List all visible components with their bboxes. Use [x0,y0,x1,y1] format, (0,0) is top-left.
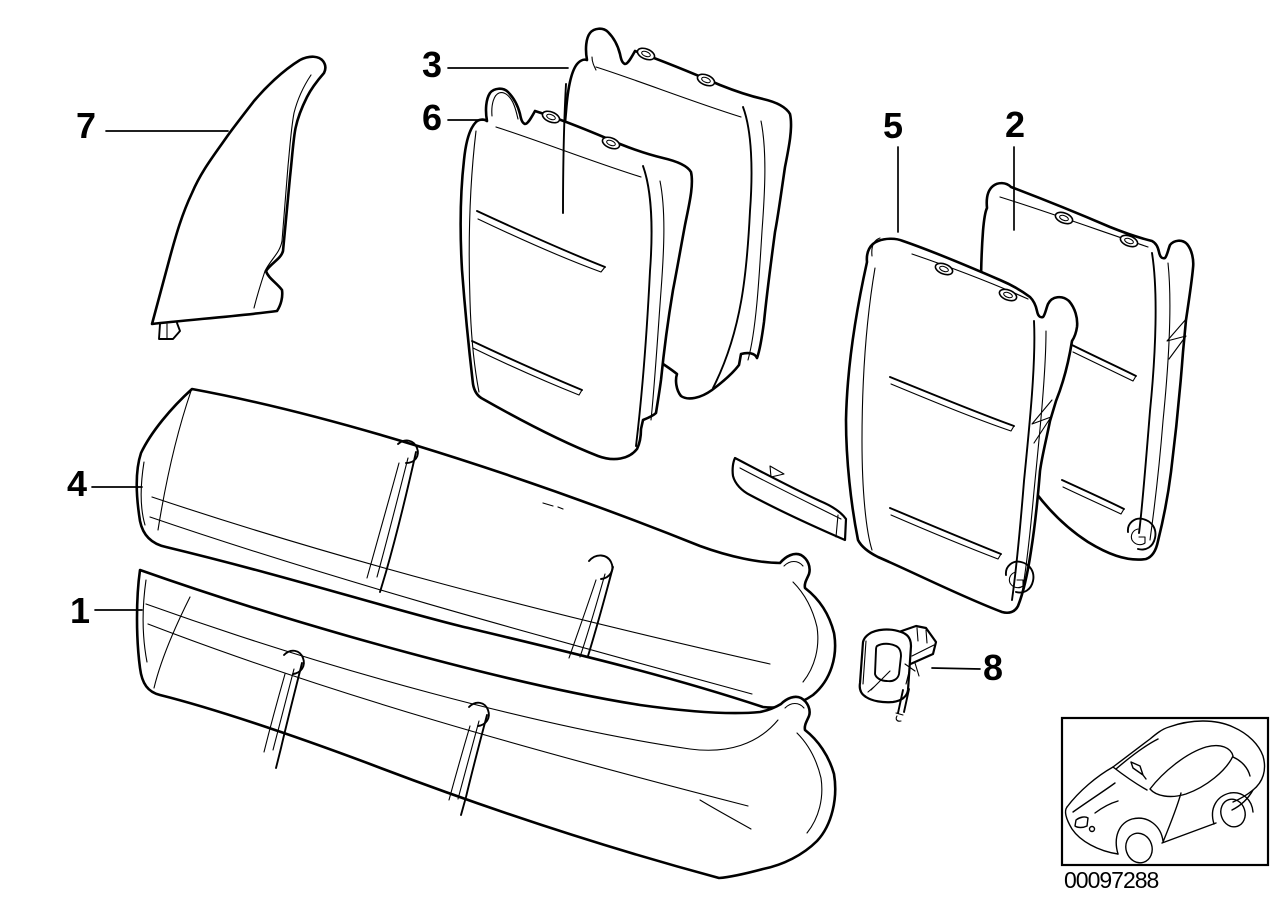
callout-6[interactable]: 6 [422,97,442,138]
leader-lines [91,67,1015,670]
part-number: 00097288 [1064,867,1159,893]
callout-7[interactable]: 7 [76,105,96,146]
part6-backrest-cover-drawing [459,87,694,461]
callout-1[interactable]: 1 [70,590,90,631]
part7-side-trim-drawing [150,55,327,340]
leader-8 [931,667,981,670]
part5-lower-trim-strip-drawing [731,456,848,542]
callout-4[interactable]: 4 [67,463,87,504]
car-thumbnail [1060,716,1270,867]
car-thumbnail-frame [1060,716,1270,867]
callout-2[interactable]: 2 [1005,104,1025,145]
part2-piping-lines [1061,344,1137,515]
callout-8[interactable]: 8 [983,647,1003,688]
part8-latch-drawing [858,624,938,722]
callout-3[interactable]: 3 [422,44,442,85]
part1-seat-cushion-drawing [135,568,837,880]
part3-left-edge-overlap [562,83,567,214]
part5-backrest-cover-drawing [844,237,1079,615]
part4-seat-cushion-drawing [135,387,837,709]
callout-5[interactable]: 5 [883,105,903,146]
